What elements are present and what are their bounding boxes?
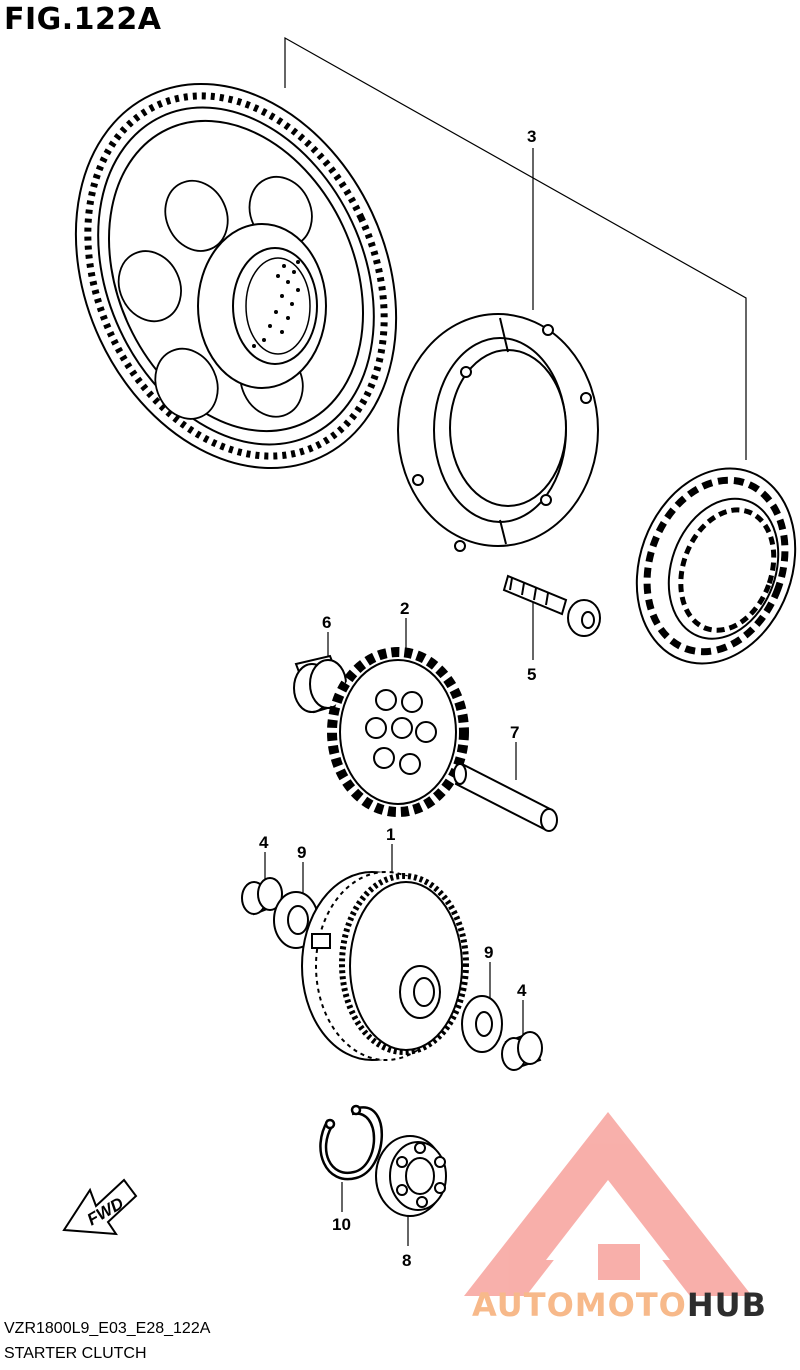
callout-4-right: 4 [517, 981, 527, 1000]
clutch-housing [397, 313, 599, 552]
brand-part1: AUTOMOTO [472, 1286, 687, 1324]
circlip [319, 1104, 383, 1181]
callout-3: 3 [527, 127, 536, 146]
one-way-clutch [635, 467, 797, 665]
washer-9-right [461, 995, 503, 1053]
callout-8: 8 [402, 1251, 411, 1270]
shaft [453, 762, 558, 832]
callout-6: 6 [322, 613, 331, 632]
figure-title: FIG.122A [4, 2, 162, 37]
bushing-4-right [501, 1031, 543, 1071]
callout-5: 5 [527, 665, 536, 684]
bolt [502, 574, 601, 637]
automotohub-logo-icon [464, 1112, 752, 1296]
callout-numbers: 3 6 2 5 7 1 4 9 9 4 10 8 [259, 127, 536, 1270]
callout-4-left: 4 [259, 833, 269, 852]
callout-9-right: 9 [484, 943, 493, 962]
brand-part2: HUB [686, 1286, 768, 1324]
fwd-arrow-icon: FWD [62, 1178, 138, 1236]
callout-1: 1 [386, 825, 395, 844]
bushing-4-left [241, 877, 283, 916]
model-code: VZR1800L9_E03_E28_122A [4, 1320, 211, 1337]
callout-10: 10 [332, 1215, 351, 1234]
callout-2: 2 [400, 599, 409, 618]
section-name: STARTER CLUTCH [4, 1345, 147, 1362]
callout-7: 7 [510, 723, 519, 742]
callout-9-left: 9 [297, 843, 306, 862]
starter-clutch-gear [301, 871, 469, 1061]
bearing [375, 1135, 447, 1217]
brand-wordmark: AUTOMOTOHUB [472, 1286, 767, 1324]
starter-driven-gear [74, 82, 398, 470]
starter-idle-gear [327, 647, 469, 817]
